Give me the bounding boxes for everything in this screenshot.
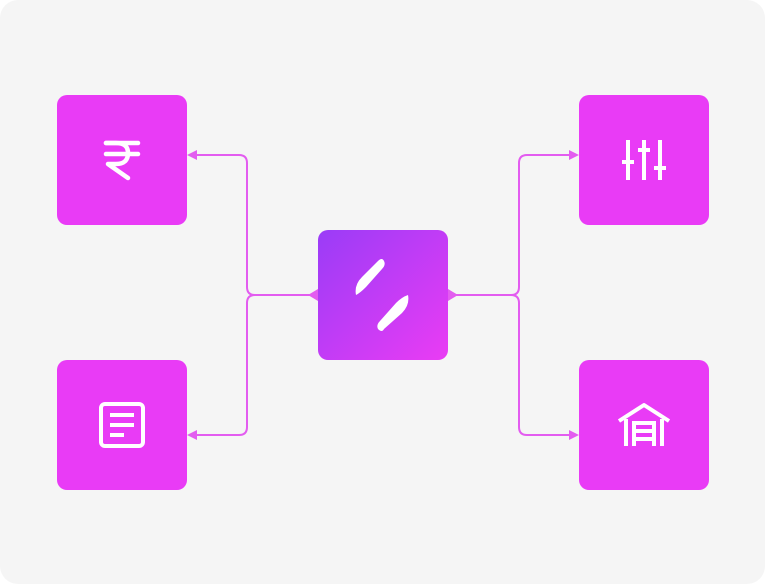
hub-port-left <box>308 289 318 301</box>
node-warehouse[interactable] <box>579 360 709 490</box>
warehouse-icon <box>617 403 671 446</box>
sliders-icon <box>622 140 666 180</box>
connector-hub-to-rupee <box>187 150 318 296</box>
node-hub[interactable] <box>318 230 448 360</box>
connector-hub-to-warehouse <box>448 294 579 440</box>
connector-hub-to-document <box>187 294 318 440</box>
brand-logo-icon <box>355 259 409 331</box>
hub-port-right <box>448 289 458 301</box>
node-sliders[interactable] <box>579 95 709 225</box>
connector-hub-to-sliders <box>448 150 579 296</box>
document-icon <box>99 402 145 448</box>
node-document[interactable] <box>57 360 187 490</box>
rupee-icon <box>103 140 141 181</box>
node-rupee[interactable] <box>57 95 187 225</box>
